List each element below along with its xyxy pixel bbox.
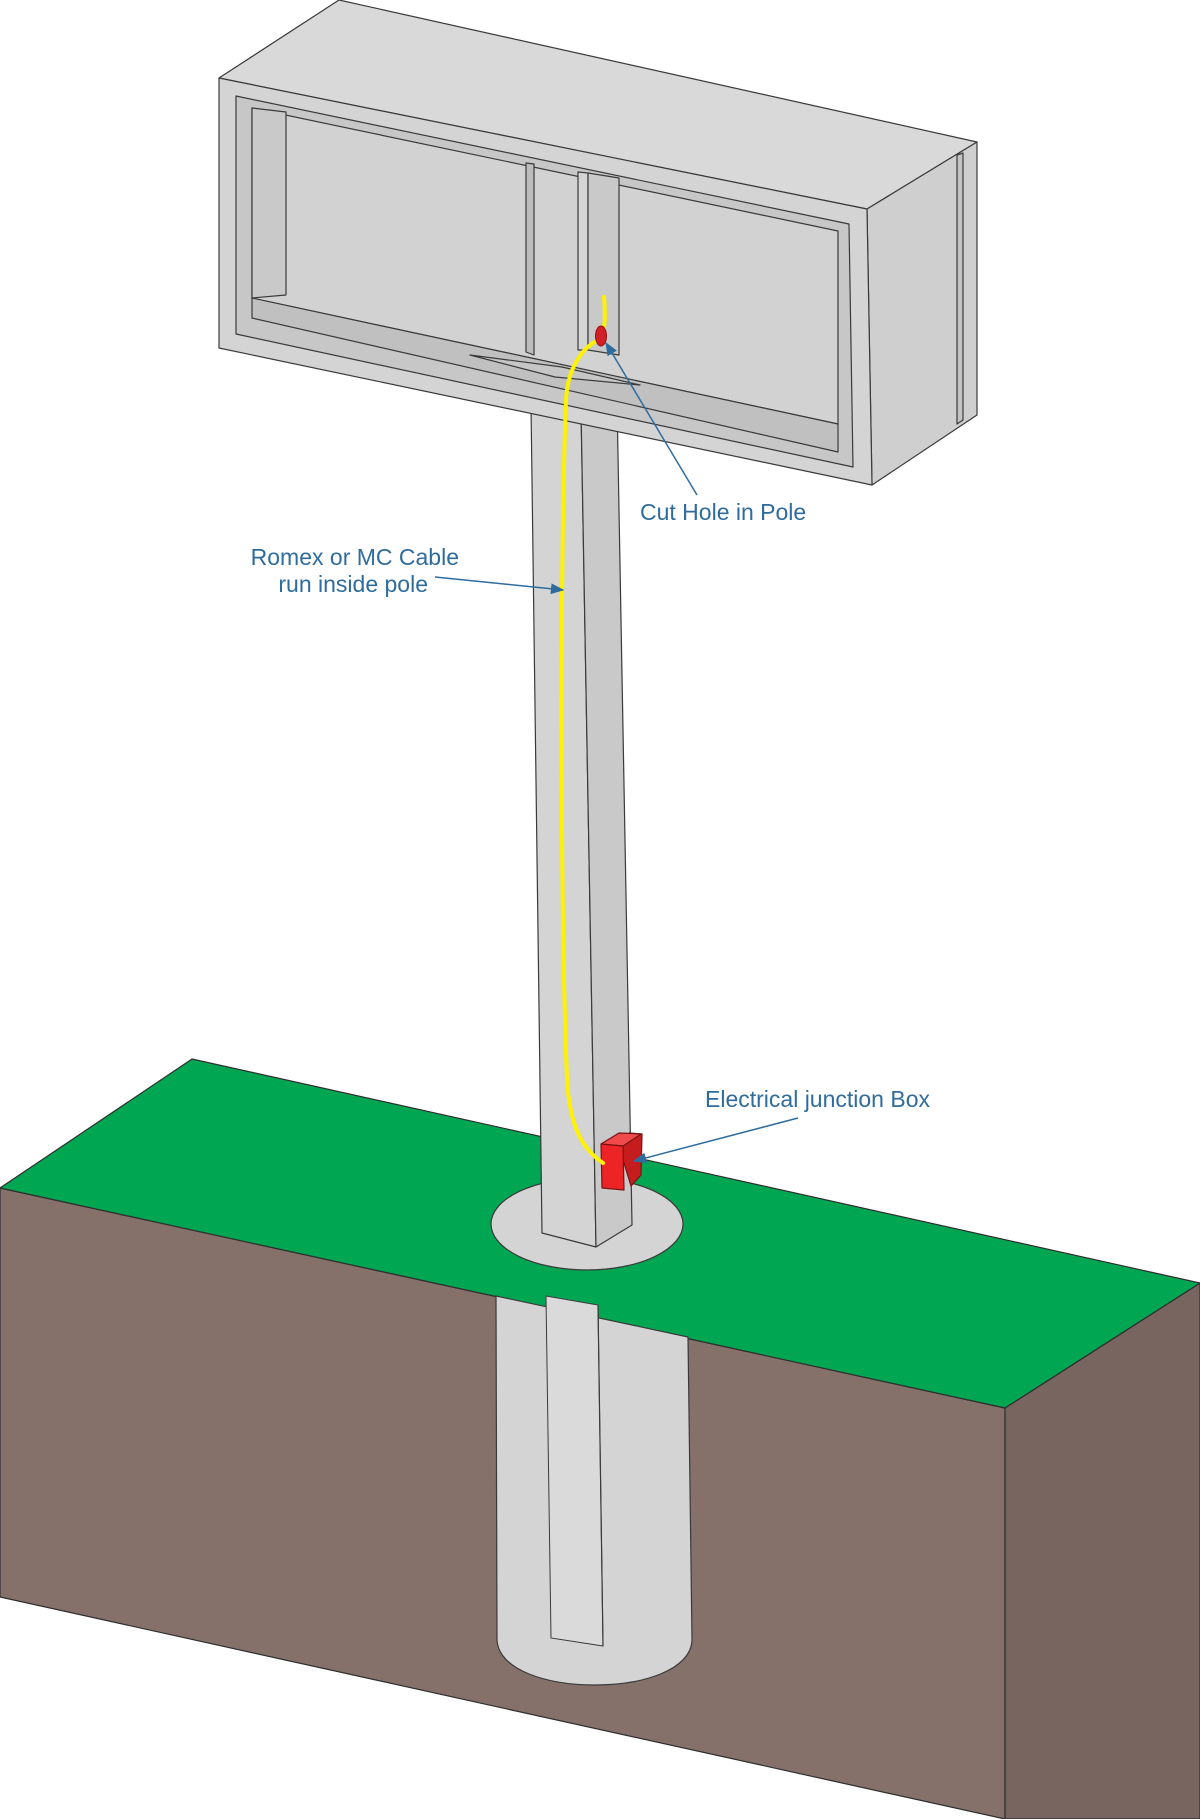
sign-cabinet — [218, 0, 978, 486]
buried-pole-front-face — [545, 1295, 604, 1647]
cabinet-right-side-inner-edge — [956, 152, 964, 425]
junction-box — [600, 1132, 643, 1191]
junction-box-front — [600, 1143, 625, 1191]
cut-hole-arrow — [605, 341, 698, 496]
cable-arrow — [434, 576, 565, 595]
cabinet-interior-left-wall — [251, 107, 287, 299]
callout-labels: Cut Hole in Pole Romex or MC Cable run i… — [251, 499, 931, 1112]
pole-upper-front-face — [587, 172, 620, 356]
cable-label-line-1: Romex or MC Cable — [251, 544, 459, 570]
pole — [530, 399, 633, 1248]
cabinet-center-divider — [525, 162, 535, 356]
cut-hole-label: Cut Hole in Pole — [640, 499, 806, 525]
buried-pole-corner-edge — [597, 1304, 604, 1647]
junction-box-arrow — [632, 1117, 799, 1164]
underground-footing — [495, 1295, 693, 1686]
cable-label-line-2: run inside pole — [278, 571, 428, 597]
cabinet-floor-bracket — [469, 354, 641, 386]
callout-arrows — [434, 341, 799, 1164]
pole-upper-left-face — [577, 171, 589, 351]
junction-box-label: Electrical junction Box — [705, 1086, 930, 1112]
cut-hole-in-pole — [595, 325, 607, 347]
